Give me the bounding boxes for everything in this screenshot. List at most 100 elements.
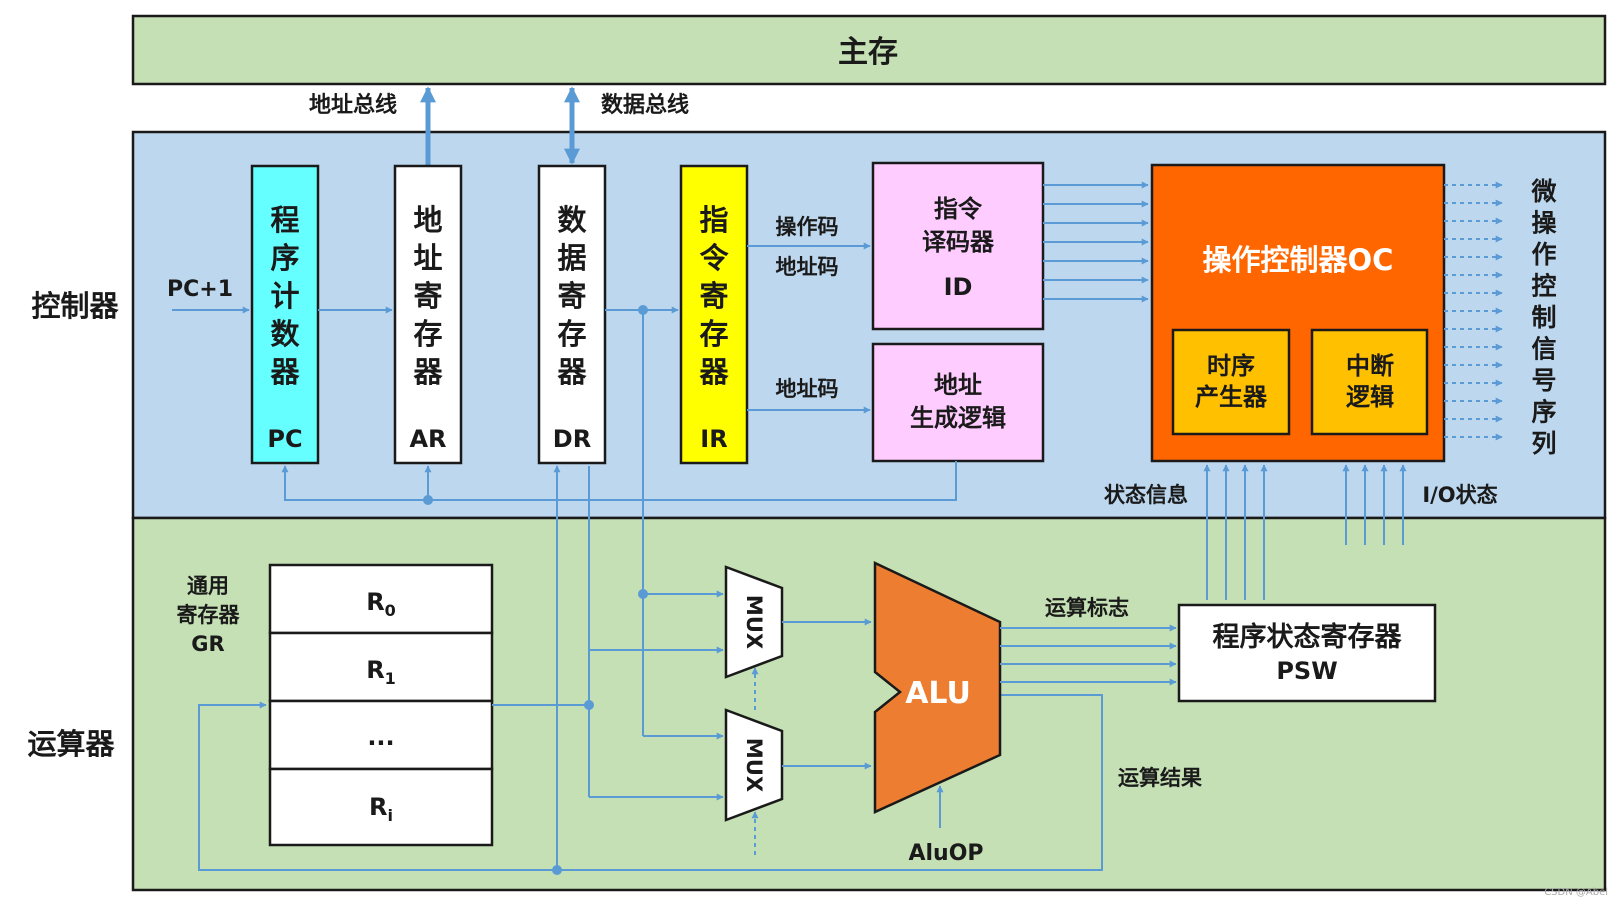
address-code-label-top: 地址码: [776, 255, 839, 279]
controller-label: 控制器: [31, 289, 119, 323]
oc-title: 操作控制器OC: [1203, 243, 1394, 277]
ir-name-char: 指: [699, 203, 728, 237]
status-info-label: 状态信息: [1104, 483, 1188, 507]
status-info-arrows: [1203, 464, 1268, 600]
decoder-line1: 指令: [934, 195, 983, 223]
opcode-label: 操作码: [776, 215, 839, 239]
mux-top: MUX: [724, 565, 784, 679]
micro-op-char: 微: [1530, 177, 1556, 206]
micro-op-char: 列: [1531, 429, 1556, 458]
register-ellipsis: [268, 699, 494, 771]
pc-abbr: PC: [267, 425, 302, 453]
mux-bottom: MUX: [724, 708, 784, 822]
ir-name-char: 存: [699, 317, 728, 351]
ir-abbr: IR: [700, 425, 727, 453]
address-generation-logic: 地址 生成逻辑: [871, 342, 1045, 463]
ar-name-char: 地: [413, 203, 442, 237]
alu: ALU: [873, 561, 1002, 814]
alu-label: ALU: [905, 676, 971, 711]
timing-line1: 时序: [1207, 352, 1255, 380]
ar-name-char: 址: [413, 241, 442, 275]
instruction-decoder: 指令 译码器 ID: [871, 161, 1045, 331]
result-loop-line: [198, 694, 1103, 871]
decoder-abbr: ID: [944, 273, 973, 301]
dr-name-char: 据: [557, 241, 586, 275]
alu-unit-label: 运算器: [27, 727, 115, 761]
micro-op-signal-arrows: [1444, 181, 1503, 441]
register-ri-label: Ri: [369, 793, 393, 825]
addr-gen-line1: 地址: [934, 371, 982, 399]
watermark: CSDN @Abel: [1544, 887, 1608, 898]
dr-abbr: DR: [553, 425, 591, 453]
ir-name-char: 寄: [699, 279, 728, 313]
mux-top-label: MUX: [742, 595, 766, 649]
micro-op-char: 制: [1531, 303, 1556, 332]
register-ellipsis-label: ...: [367, 723, 394, 751]
gr-label-line3: GR: [191, 632, 224, 656]
psw-register: 程序状态寄存器 PSW: [1177, 603, 1437, 703]
mux-bottom-label: MUX: [742, 738, 766, 792]
micro-op-char: 号: [1531, 366, 1556, 395]
ar-name-char: 寄: [413, 279, 442, 313]
register-r0-label: R0: [366, 588, 396, 620]
data-bus-label: 数据总线: [601, 92, 689, 118]
dr-name-char: 存: [557, 317, 586, 351]
dr-name-char: 器: [556, 355, 587, 389]
pc-name-char: 程: [270, 203, 299, 237]
interrupt-line1: 中断: [1346, 352, 1394, 380]
main-memory-label: 主存: [838, 35, 898, 70]
micro-op-char: 序: [1531, 398, 1556, 427]
psw-line1: 程序状态寄存器: [1213, 621, 1403, 653]
decoder-to-oc-arrows: [1043, 181, 1149, 303]
gr-label-line1: 通用: [187, 574, 229, 598]
result-junction-dot: [552, 865, 562, 875]
pc-name-char: 数: [270, 317, 300, 351]
address-feedback-bus: [281, 461, 957, 505]
gr-junction-dot: [584, 700, 594, 710]
address-code-label-bottom: 地址码: [776, 377, 839, 401]
timing-line2: 产生器: [1195, 383, 1268, 411]
ar-name-char: 器: [412, 355, 443, 389]
flags-label: 运算标志: [1045, 596, 1129, 620]
io-status-label: I/O状态: [1422, 483, 1497, 507]
micro-op-char: 操: [1531, 209, 1557, 238]
interrupt-line2: 逻辑: [1346, 383, 1394, 411]
decoder-line2: 译码器: [922, 228, 995, 256]
operation-controller: 操作控制器OC 时序 产生器 中断 逻辑: [1150, 163, 1446, 463]
psw-line2: PSW: [1276, 657, 1337, 685]
flags-to-psw-arrows: [1000, 624, 1177, 686]
ir-name-char: 器: [698, 355, 729, 389]
pc-name-char: 计: [270, 279, 299, 313]
result-label: 运算结果: [1118, 766, 1202, 790]
ar-name-char: 存: [413, 317, 442, 351]
dr-name-char: 数: [557, 203, 587, 237]
pc-plus-one-label: PC+1: [167, 277, 233, 302]
register-r0: [268, 563, 494, 635]
addr-gen-line2: 生成逻辑: [910, 404, 1006, 432]
ar-abbr: AR: [409, 425, 446, 453]
micro-op-char: 作: [1531, 240, 1556, 269]
interrupt-logic: [1310, 328, 1429, 436]
micro-op-char: 信: [1531, 335, 1556, 364]
register-ri: [268, 767, 494, 847]
dr-name-char: 寄: [557, 279, 586, 313]
timing-generator: [1171, 328, 1291, 436]
address-bus-label: 地址总线: [309, 92, 397, 118]
micro-op-char: 控: [1531, 272, 1556, 301]
register-r1-label: R1: [366, 656, 396, 688]
pc-name-char: 序: [270, 241, 299, 275]
pc-name-char: 器: [269, 355, 300, 389]
gr-label-line2: 寄存器: [177, 603, 241, 627]
io-status-arrows: [1342, 464, 1407, 545]
ir-name-char: 令: [699, 241, 729, 275]
